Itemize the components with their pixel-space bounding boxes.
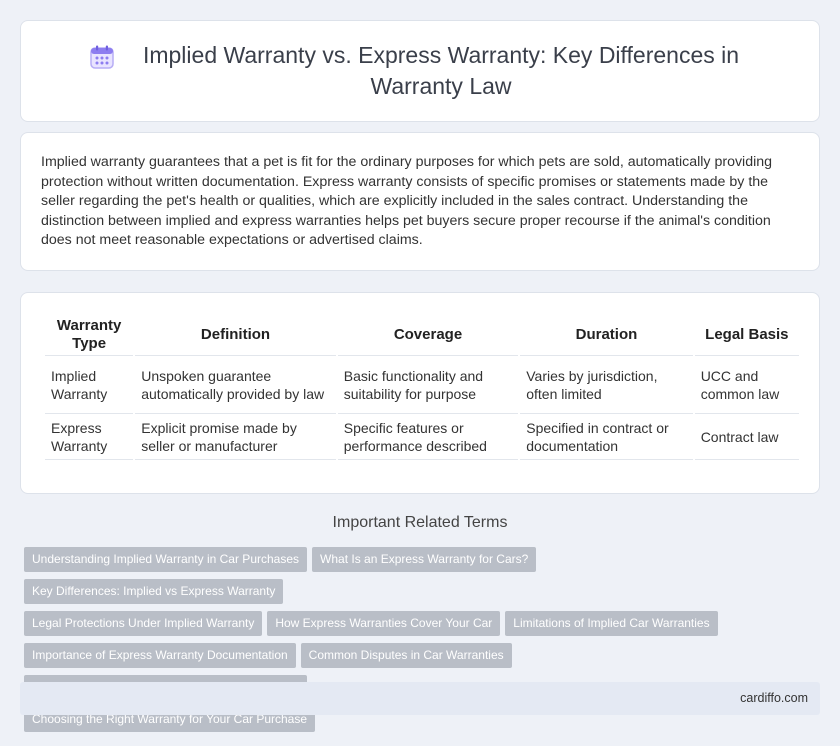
table-cell-coverage: Basic functionality and suitability for … bbox=[337, 356, 519, 414]
table-cell-coverage: Specific features or performance describ… bbox=[337, 414, 519, 460]
related-terms-heading: Important Related Terms bbox=[332, 514, 508, 531]
table-row: Implied Warranty Unspoken guarantee auto… bbox=[45, 356, 799, 414]
column-header-definition: Definition bbox=[135, 313, 336, 356]
header-card: Implied Warranty vs. Express Warranty: K… bbox=[20, 20, 820, 122]
column-header-legal-basis: Legal Basis bbox=[694, 313, 799, 356]
related-term-tag[interactable]: Common Disputes in Car Warranties bbox=[300, 643, 512, 668]
page-title: Implied Warranty vs. Express Warranty: K… bbox=[142, 42, 740, 99]
related-terms-list: Understanding Implied Warranty in Car Pu… bbox=[24, 547, 804, 739]
related-term-tag[interactable]: How Express Warranties Cover Your Car bbox=[267, 611, 501, 636]
related-term-tag[interactable]: Importance of Express Warranty Documenta… bbox=[24, 643, 296, 668]
table-cell-definition: Explicit promise made by seller or manuf… bbox=[135, 414, 336, 460]
table-header-row: Warranty Type Definition Coverage Durati… bbox=[45, 313, 799, 356]
related-term-tag[interactable]: What Is an Express Warranty for Cars? bbox=[312, 547, 537, 572]
intro-paragraph: Implied warranty guarantees that a pet i… bbox=[41, 154, 773, 249]
table-cell-duration: Specified in contract or documentation bbox=[520, 414, 693, 460]
intro-card: Implied warranty guarantees that a pet i… bbox=[20, 132, 820, 271]
table-cell-warranty-type: Implied Warranty bbox=[45, 356, 134, 414]
table-cell-duration: Varies by jurisdiction, often limited bbox=[520, 356, 693, 414]
column-header-warranty-type: Warranty Type bbox=[45, 313, 134, 356]
comparison-table-card: Warranty Type Definition Coverage Durati… bbox=[20, 292, 820, 494]
related-term-tag[interactable]: Limitations of Implied Car Warranties bbox=[505, 611, 718, 636]
footer-site-link[interactable]: cardiffo.com bbox=[740, 691, 808, 705]
table-cell-legal-basis: Contract law bbox=[694, 414, 799, 460]
related-term-tag[interactable]: Key Differences: Implied vs Express Warr… bbox=[24, 579, 284, 604]
calendar-icon bbox=[90, 45, 114, 69]
comparison-table: Warranty Type Definition Coverage Durati… bbox=[43, 313, 801, 460]
column-header-coverage: Coverage bbox=[337, 313, 519, 356]
related-term-tag[interactable]: Understanding Implied Warranty in Car Pu… bbox=[24, 547, 308, 572]
related-term-tag[interactable]: Legal Protections Under Implied Warranty bbox=[24, 611, 263, 636]
column-header-duration: Duration bbox=[520, 313, 693, 356]
footer-bar: cardiffo.com bbox=[20, 682, 820, 715]
table-cell-definition: Unspoken guarantee automatically provide… bbox=[135, 356, 336, 414]
table-cell-legal-basis: UCC and common law bbox=[694, 356, 799, 414]
table-row: Express Warranty Explicit promise made b… bbox=[45, 414, 799, 460]
table-cell-warranty-type: Express Warranty bbox=[45, 414, 134, 460]
